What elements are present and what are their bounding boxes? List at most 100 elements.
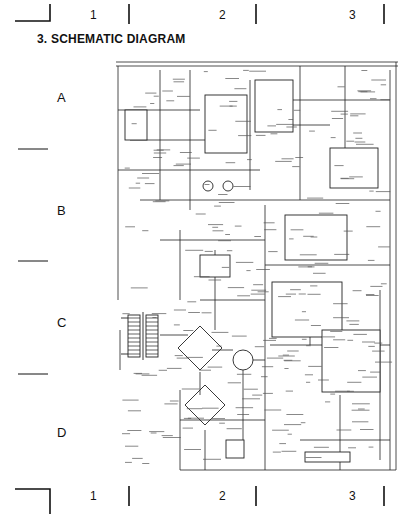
fine-print-stroke — [284, 368, 288, 369]
fine-print-stroke — [283, 355, 289, 356]
fine-print-stroke — [303, 236, 314, 237]
fine-print-stroke — [145, 93, 156, 94]
fine-print-stroke — [347, 391, 354, 392]
fine-print-stroke — [282, 451, 297, 452]
fine-print-stroke — [357, 90, 371, 91]
fine-print-stroke — [122, 313, 129, 314]
fine-print-stroke — [288, 434, 292, 435]
fine-print-stroke — [122, 433, 130, 434]
fine-print-stroke — [362, 377, 377, 378]
fine-print-stroke — [353, 290, 362, 291]
fine-print-stroke — [152, 313, 167, 314]
fine-print-stroke — [182, 389, 200, 390]
fine-print-stroke — [278, 296, 291, 297]
fine-print-stroke — [306, 457, 322, 458]
fine-print-stroke — [159, 370, 167, 371]
fine-print-stroke — [242, 398, 260, 399]
fine-print-stroke — [276, 124, 293, 125]
fine-print-stroke — [129, 188, 141, 189]
fine-print-stroke — [353, 334, 367, 335]
fine-print-stroke — [333, 303, 348, 304]
fine-print-stroke — [212, 332, 229, 333]
fine-print-stroke — [196, 214, 206, 215]
fine-print-stroke — [313, 273, 326, 274]
fine-print-stroke — [271, 133, 278, 134]
fine-print-stroke — [341, 114, 348, 115]
fine-print-stroke — [309, 131, 315, 132]
fine-print-stroke — [358, 409, 365, 410]
fine-print-stroke — [319, 213, 334, 214]
fine-print-stroke — [232, 336, 247, 337]
fine-print-stroke — [233, 186, 250, 187]
fine-print-stroke — [247, 159, 252, 160]
fine-print-stroke — [352, 410, 370, 411]
fine-print-stroke — [344, 231, 353, 232]
fine-print-stroke — [218, 194, 227, 195]
fine-print-stroke — [332, 118, 343, 119]
fine-print-stroke — [381, 283, 387, 284]
fine-print-stroke — [222, 267, 229, 268]
fine-print-stroke — [237, 374, 251, 375]
fine-print-stroke — [132, 458, 143, 459]
fine-print-stroke — [145, 183, 155, 184]
fine-print-stroke — [376, 211, 381, 212]
fine-print-stroke — [204, 71, 208, 72]
fine-print-stroke — [292, 166, 299, 167]
fine-print-stroke — [333, 317, 349, 318]
fine-print-stroke — [187, 357, 203, 358]
fine-print-stroke — [136, 183, 140, 184]
fine-print-stroke — [305, 374, 313, 375]
grid-column-number: 3 — [349, 9, 356, 21]
fine-print-stroke — [264, 229, 276, 230]
fine-print-stroke — [366, 226, 380, 227]
fine-print-stroke — [349, 324, 358, 325]
fine-print-stroke — [295, 320, 309, 321]
fine-print-stroke — [352, 403, 370, 404]
fine-print-stroke — [302, 339, 307, 340]
fine-print-stroke — [202, 312, 212, 313]
fine-print-stroke — [299, 294, 306, 295]
fine-print-stroke — [307, 198, 323, 199]
fine-print-stroke — [300, 254, 317, 255]
fine-print-stroke — [334, 165, 343, 166]
fine-print-stroke — [194, 276, 210, 277]
fine-print-stroke — [256, 269, 270, 270]
fine-print-stroke — [368, 346, 375, 347]
fine-print-stroke — [174, 310, 186, 311]
transistor-symbol — [203, 181, 253, 370]
fine-print-stroke — [243, 70, 249, 71]
grid-column-number: 2 — [219, 490, 226, 502]
fine-print-stroke — [184, 449, 201, 450]
fine-print-stroke — [225, 78, 239, 79]
fine-print-stroke — [162, 91, 173, 92]
fine-print-stroke — [122, 400, 138, 401]
fine-print-stroke — [263, 340, 276, 341]
fine-print-stroke — [314, 447, 329, 448]
grid-column-number: 3 — [349, 490, 356, 502]
fine-print-stroke — [225, 234, 230, 235]
wiring — [116, 62, 398, 470]
fine-print-stroke — [154, 150, 164, 151]
fine-print-stroke — [246, 270, 250, 271]
fine-print-stroke — [311, 325, 321, 326]
fine-print-stroke — [350, 113, 365, 114]
fine-print-stroke — [142, 375, 158, 376]
fine-print-stroke — [310, 285, 317, 286]
fine-print-stroke — [356, 144, 374, 145]
bridge-rectifier — [178, 326, 225, 425]
fine-print-stroke — [173, 79, 185, 80]
fine-print-stroke — [205, 251, 213, 252]
fine-print-stroke — [368, 260, 375, 261]
fine-print-stroke — [295, 157, 303, 158]
fine-print-stroke — [187, 408, 202, 409]
fine-print-stroke — [203, 459, 221, 460]
fine-print-stroke — [237, 295, 250, 296]
fine-print-stroke — [150, 103, 154, 104]
fine-print-stroke — [154, 96, 159, 97]
fine-print-stroke — [149, 431, 164, 432]
fine-print-stroke — [370, 286, 382, 287]
grid-column-number: 1 — [90, 490, 97, 502]
fine-print-stroke — [154, 153, 166, 154]
fine-print-stroke — [208, 367, 223, 368]
